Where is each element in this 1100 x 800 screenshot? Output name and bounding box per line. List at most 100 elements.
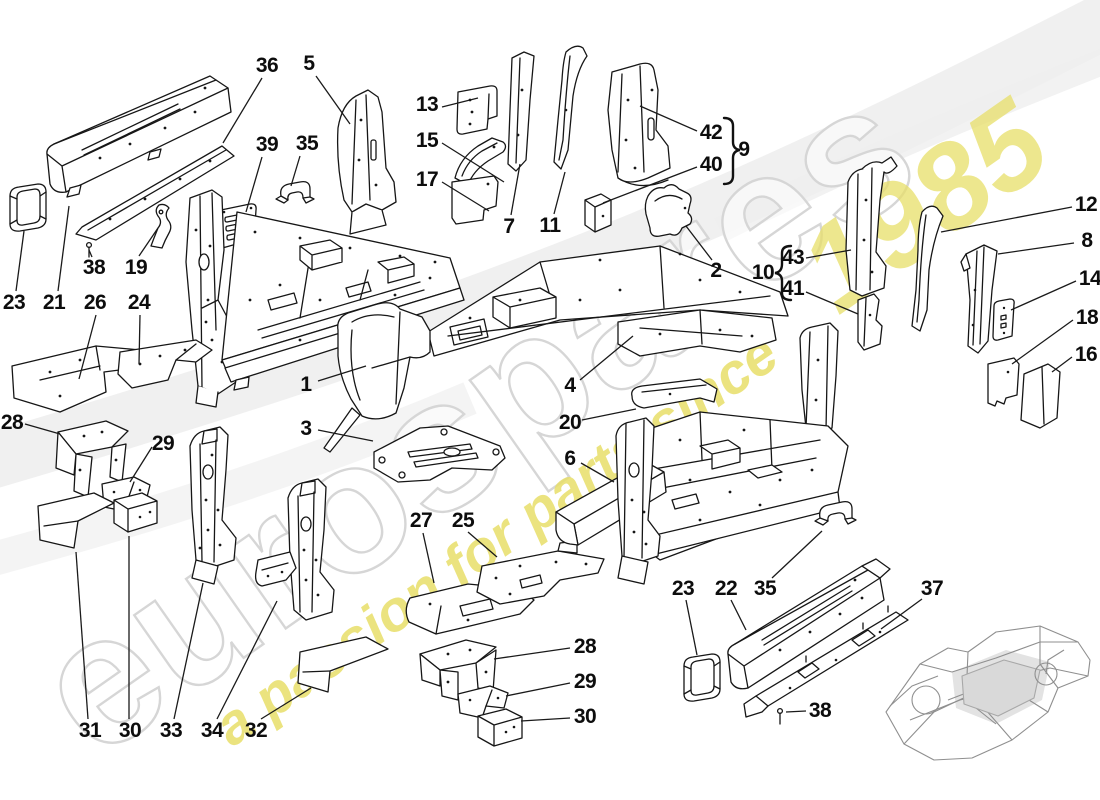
callout-31: 31 <box>78 719 102 742</box>
callout-23: 23 <box>2 291 26 314</box>
callout-13: 13 <box>415 93 439 116</box>
leader-line-14 <box>1010 280 1077 311</box>
callout-19: 19 <box>124 256 148 279</box>
part-28-bracket-right <box>419 639 497 701</box>
part-31-sheet <box>37 492 115 549</box>
leader-line-26 <box>78 314 97 380</box>
leader-line-25 <box>467 531 498 558</box>
callout-22: 22 <box>714 577 738 600</box>
part-42-pillar-inner <box>607 62 671 187</box>
part-33-pillar <box>189 426 237 585</box>
callout-6: 6 <box>564 447 576 470</box>
callout-3: 3 <box>300 417 312 440</box>
leader-line-24 <box>138 314 141 365</box>
part-23-end-cap-left <box>9 183 47 232</box>
leader-line-35 <box>771 530 823 579</box>
callout-16: 16 <box>1074 343 1098 366</box>
callout-33: 33 <box>159 719 183 742</box>
part-2-wheelhouse-panel <box>644 184 693 237</box>
callout-39: 39 <box>255 133 279 156</box>
callout-43: 43 <box>781 246 805 269</box>
brace-group-10 <box>774 244 793 302</box>
part-37-strip <box>743 605 909 718</box>
callout-2: 2 <box>710 259 722 282</box>
leader-line-6 <box>580 462 615 483</box>
part-1-central-tunnel <box>323 245 789 453</box>
leader-lines <box>15 75 1077 722</box>
callout-32: 32 <box>244 719 268 742</box>
leader-line-7 <box>510 163 521 216</box>
callout-35: 35 <box>295 132 319 155</box>
part-6-right-floor-assembly <box>555 322 849 585</box>
callout-23: 23 <box>671 577 695 600</box>
part-7-pillar-blade <box>507 51 535 172</box>
leader-line-23 <box>685 599 698 656</box>
leader-line-34 <box>216 600 278 720</box>
callout-27: 27 <box>409 509 433 532</box>
leader-line-35 <box>290 155 301 187</box>
leader-line-27 <box>422 532 435 584</box>
leader-line-18 <box>1011 319 1074 365</box>
part-30-box-left <box>113 492 158 533</box>
callout-28: 28 <box>573 635 597 658</box>
callout-42: 42 <box>699 121 723 144</box>
leader-line-39 <box>245 156 263 213</box>
leader-line-32 <box>260 687 312 720</box>
callout-28: 28 <box>0 411 24 434</box>
callout-1: 1 <box>300 373 312 396</box>
callout-4: 4 <box>564 374 576 397</box>
leader-line-5 <box>315 75 351 125</box>
callout-25: 25 <box>451 509 475 532</box>
part-20-trim <box>631 378 718 409</box>
callout-14: 14 <box>1078 267 1100 290</box>
leader-line-4 <box>579 335 634 381</box>
callout-30: 30 <box>573 705 597 728</box>
leader-line-15 <box>441 142 505 183</box>
chassis-location-inset <box>885 625 1091 761</box>
callout-41: 41 <box>781 277 805 300</box>
leader-line-30 <box>520 717 571 722</box>
leader-line-16 <box>1051 356 1073 373</box>
leader-line-41 <box>805 291 859 315</box>
part-12-curved-strip <box>911 205 944 332</box>
leader-line-29 <box>505 682 571 697</box>
callout-15: 15 <box>415 129 439 152</box>
leader-line-43 <box>805 249 852 259</box>
callout-11: 11 <box>539 214 561 237</box>
callout-21: 21 <box>42 291 66 314</box>
callout-24: 24 <box>127 291 151 314</box>
leader-line-1 <box>317 365 367 382</box>
callout-8: 8 <box>1081 229 1093 252</box>
callout-10: 10 <box>751 261 775 284</box>
leader-line-19 <box>138 227 159 257</box>
part-38-bolt-left <box>85 241 93 258</box>
part-43-pillar-inner <box>845 156 898 297</box>
part-19-bracket <box>150 203 172 249</box>
callout-34: 34 <box>200 719 224 742</box>
leader-line-12 <box>940 206 1073 233</box>
callout-26: 26 <box>83 291 107 314</box>
callout-38: 38 <box>808 699 832 722</box>
leader-line-42 <box>639 105 698 132</box>
callout-29: 29 <box>151 432 175 455</box>
callout-38: 38 <box>82 256 106 279</box>
leader-line-2 <box>685 225 713 261</box>
leader-line-28 <box>493 647 571 660</box>
callout-7: 7 <box>503 215 515 238</box>
part-41-bracket <box>857 293 883 351</box>
leader-line-13 <box>441 97 479 108</box>
callout-9: 9 <box>738 138 750 161</box>
part-25-floor-panel <box>476 540 605 605</box>
leader-line-37 <box>880 598 923 630</box>
leader-line-29 <box>129 446 153 483</box>
callout-30: 30 <box>118 719 142 742</box>
leader-line-17 <box>441 181 490 212</box>
callout-12: 12 <box>1074 193 1098 216</box>
part-13-bracket-plate <box>456 85 498 135</box>
part-16-panel <box>1020 363 1061 429</box>
part-14-plate <box>992 298 1015 341</box>
leader-line-8 <box>997 242 1075 255</box>
